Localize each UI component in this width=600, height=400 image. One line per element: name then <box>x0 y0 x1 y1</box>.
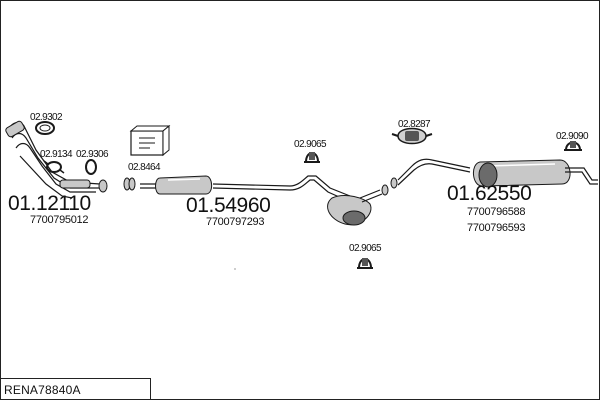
group-ref-rear-1: 7700796588 <box>467 206 525 218</box>
label-clamp-kit: 02.8464 <box>128 162 161 173</box>
group-code-middle: 01.54960 <box>186 194 270 217</box>
speck-dot <box>234 268 236 270</box>
clamp-kit-icon <box>129 124 171 157</box>
label-hanger-mid: 02.9065 <box>294 139 327 150</box>
group-code-front: 01.12110 <box>8 192 91 215</box>
group-ref-front: 7700795012 <box>30 214 88 226</box>
clamp-front-icon <box>35 121 55 135</box>
group-code-rear: 01.62550 <box>447 182 531 205</box>
rear-silencer-pipe <box>397 158 598 188</box>
joint-flange <box>381 177 398 196</box>
gasket-a-icon <box>43 160 65 174</box>
rear-mount-icon <box>391 127 433 145</box>
part-number: RENA78840A <box>4 383 81 397</box>
hanger-low-icon <box>357 258 373 269</box>
group-ref-rear-2: 7700796593 <box>467 222 525 234</box>
flange-connector <box>123 177 136 191</box>
middle-silencer-pipe <box>140 175 383 226</box>
group-ref-middle: 7700797293 <box>206 216 264 228</box>
label-gasket-b: 02.9306 <box>76 149 109 160</box>
label-hanger-low: 02.9065 <box>349 243 382 254</box>
hanger-tail-icon <box>564 141 582 151</box>
label-gasket-a: 02.9134 <box>40 149 73 160</box>
label-clamp-front: 02.9302 <box>30 112 63 123</box>
label-hanger-tail: 02.9090 <box>556 131 589 142</box>
label-rear-mount: 02.8287 <box>398 119 431 130</box>
hanger-mid-icon <box>304 152 320 163</box>
part-number-box: RENA78840A <box>0 378 151 400</box>
gasket-b-icon <box>85 159 97 175</box>
